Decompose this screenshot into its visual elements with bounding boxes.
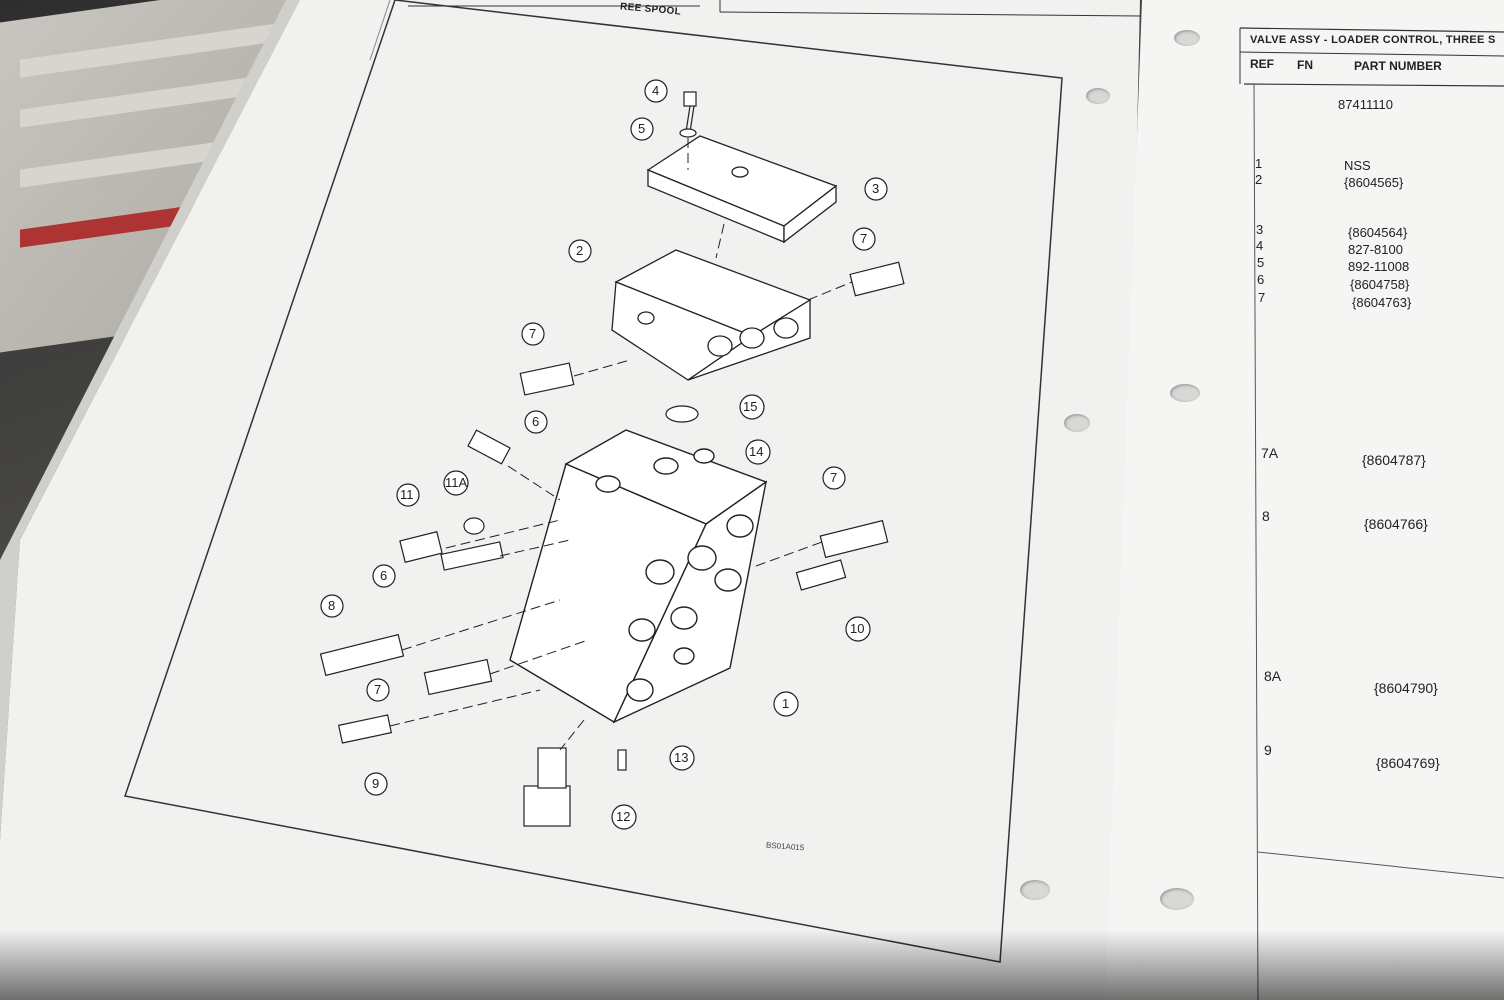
cover-plate xyxy=(646,135,838,244)
table-row-ref: 7 xyxy=(1258,290,1266,305)
punch-hole xyxy=(1064,414,1090,432)
callout-label: 6 xyxy=(532,414,540,429)
callout-label: 5 xyxy=(638,121,646,136)
callout-label: 3 xyxy=(872,181,880,196)
callout-label: 7 xyxy=(374,682,382,697)
column-header-part-number: PART NUMBER xyxy=(1354,59,1442,73)
punch-hole xyxy=(1086,88,1110,104)
table-row-part: NSS xyxy=(1344,158,1371,173)
callout-label: 10 xyxy=(850,621,865,636)
table-row-ref: 3 xyxy=(1256,222,1264,237)
table-title: VALVE ASSY - LOADER CONTROL, THREE S xyxy=(1250,34,1496,46)
table-row-ref: 1 xyxy=(1255,156,1263,171)
table-row-ref: 2 xyxy=(1255,172,1263,187)
title-block-line xyxy=(719,11,1141,17)
table-row-ref: 4 xyxy=(1256,238,1264,253)
table-row-ref: 6 xyxy=(1257,272,1265,287)
callout-label: 9 xyxy=(372,776,380,791)
callout-label: 1 xyxy=(782,696,790,711)
callout-label: 2 xyxy=(576,243,584,258)
title-block-line xyxy=(369,0,391,61)
table-row-part: {8604787} xyxy=(1362,452,1426,468)
table-row-part: {8604763} xyxy=(1352,295,1412,310)
hardware-parts xyxy=(319,261,905,827)
column-header-ref: REF xyxy=(1250,57,1274,71)
assembly-part-number: 87411110 xyxy=(1338,97,1393,112)
section-block xyxy=(611,249,812,381)
callout-label: 6 xyxy=(380,568,388,583)
table-row-part: {8604565} xyxy=(1344,175,1404,190)
punch-hole xyxy=(1174,30,1200,46)
table-row-part: {8604790} xyxy=(1374,680,1438,696)
table-row-part: 892-11008 xyxy=(1348,259,1410,274)
callout-label: 11A xyxy=(445,475,468,490)
callout-label: 7 xyxy=(860,231,868,246)
table-row-part: 827-8100 xyxy=(1348,242,1403,257)
table-row-ref: 9 xyxy=(1264,742,1272,758)
table-row-part: {8604769} xyxy=(1376,755,1440,771)
punch-hole xyxy=(1170,384,1200,402)
callout-label: 14 xyxy=(749,444,764,459)
table-row-part: {8604758} xyxy=(1350,277,1410,292)
punch-hole xyxy=(1020,880,1050,900)
callout-label: 4 xyxy=(652,83,660,98)
table-row-part: {8604564} xyxy=(1348,225,1408,240)
leader-lines xyxy=(389,138,853,751)
foreground-shadow xyxy=(0,930,1504,1000)
callout-label: 7 xyxy=(830,470,838,485)
punch-hole xyxy=(1160,888,1194,910)
callout-label: 11 xyxy=(400,487,414,502)
table-row-ref: 7A xyxy=(1261,445,1279,461)
table-row-ref: 8 xyxy=(1262,508,1270,524)
main-valve-body xyxy=(509,429,768,724)
column-header-fn: FN xyxy=(1297,58,1313,72)
cap-screw xyxy=(679,91,697,138)
callout-label: 13 xyxy=(674,750,689,765)
table-row-ref: 8A xyxy=(1264,668,1282,684)
table-row-part: {8604766} xyxy=(1364,516,1428,532)
table-row-ref: 5 xyxy=(1257,255,1265,270)
callout-label: 12 xyxy=(616,809,631,824)
callout-circles xyxy=(320,79,888,830)
callout-label: 7 xyxy=(529,326,537,341)
callout-label: 8 xyxy=(328,598,336,613)
callout-label: 15 xyxy=(743,399,758,414)
